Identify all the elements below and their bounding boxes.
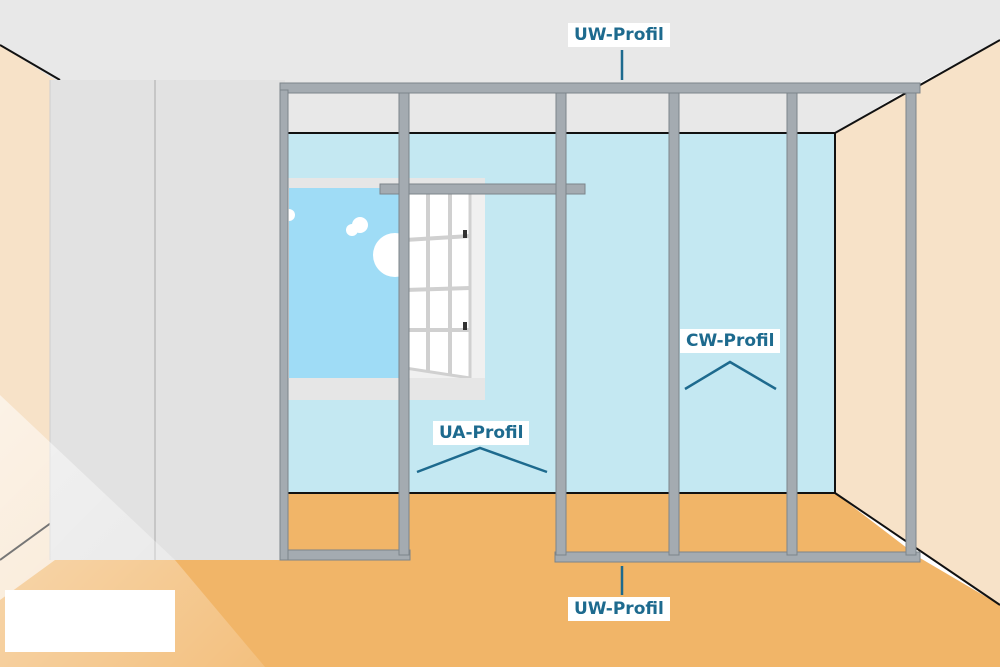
callout-lines <box>416 50 777 595</box>
cw-profile-1 <box>668 92 680 556</box>
light-patch <box>5 590 175 652</box>
ua-profile-lintel <box>379 183 586 195</box>
ua-profile-right <box>555 92 567 556</box>
uw-profile-bottom-right <box>554 551 921 563</box>
uw-profile-top-label: UW-Profil <box>568 23 670 47</box>
open-casement <box>403 184 472 380</box>
metal-frame <box>279 82 921 563</box>
ua-profile-label: UA-Profil <box>433 421 530 445</box>
stud-1 <box>279 89 289 561</box>
cw-profile-2 <box>786 92 798 556</box>
window <box>283 178 485 400</box>
uw-profile-bottom-label: UW-Profil <box>568 597 670 621</box>
ua-profile-left <box>398 92 410 556</box>
cw-profile-label: CW-Profil <box>680 329 781 353</box>
sky <box>289 188 409 378</box>
right-wall <box>835 40 1000 605</box>
uw-profile-top <box>279 82 921 94</box>
uw-profile-bottom-left <box>279 549 411 561</box>
cw-profile-3 <box>905 92 917 556</box>
